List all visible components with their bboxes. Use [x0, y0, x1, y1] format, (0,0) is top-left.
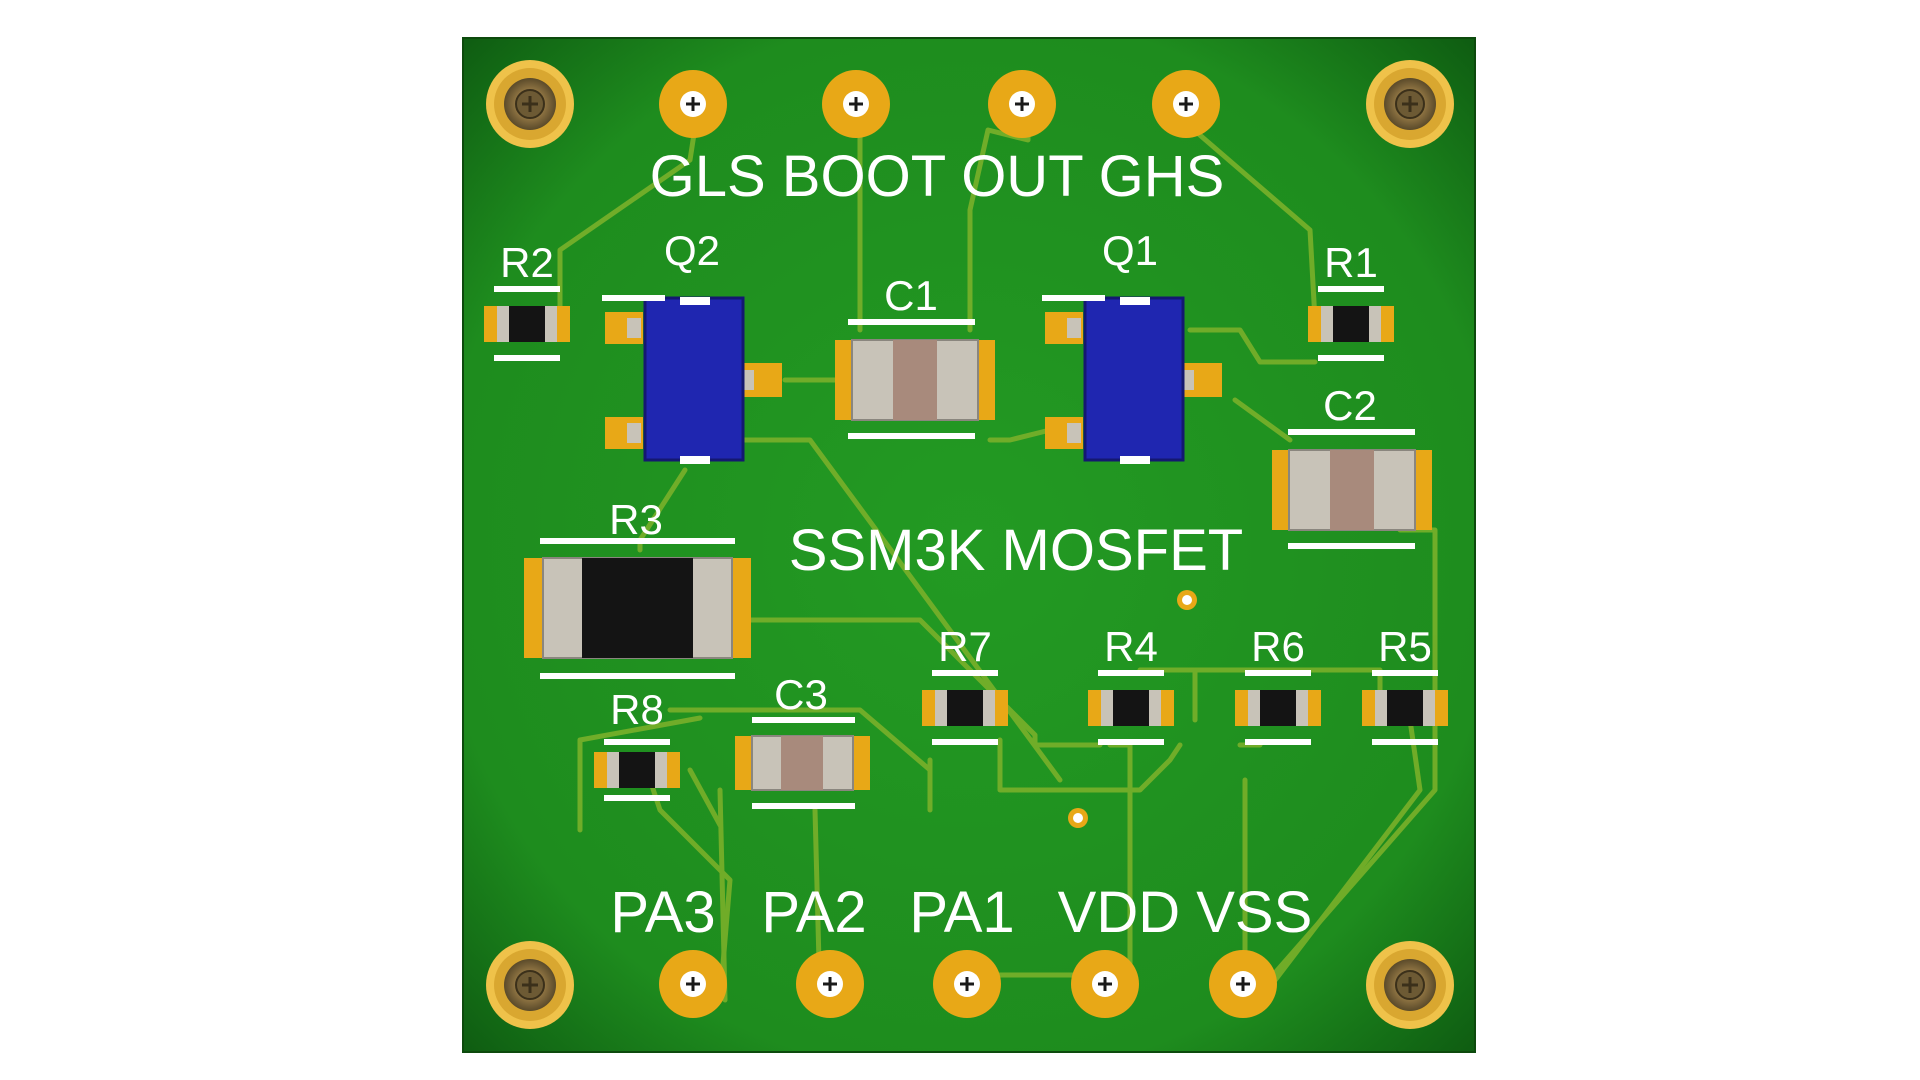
designator-c1: C1 [884, 272, 938, 319]
pad-vss [1209, 950, 1277, 1018]
pad-vdd [1071, 950, 1139, 1018]
mounting-hole-bottom-left [486, 941, 574, 1029]
header-pads-top [659, 70, 1220, 138]
designator-r8: R8 [610, 686, 664, 733]
resistor-r7 [922, 670, 1008, 745]
designator-r1: R1 [1324, 239, 1378, 286]
footer-label-pa1: PA1 [909, 880, 1014, 945]
designator-q1: Q1 [1102, 227, 1158, 274]
footer-label-vdd-vss: VDD VSS [1058, 880, 1313, 945]
designator-c3: C3 [774, 671, 828, 718]
designator-r6: R6 [1251, 623, 1305, 670]
pad-pa1 [933, 950, 1001, 1018]
designator-r2: R2 [500, 239, 554, 286]
pad-pa2 [796, 950, 864, 1018]
resistor-r4 [1088, 670, 1174, 745]
mounting-hole-bottom-right [1366, 941, 1454, 1029]
pad-boot [822, 70, 890, 138]
mosfet-q2 [605, 296, 782, 464]
header-pads-bottom [659, 950, 1277, 1018]
designator-r3: R3 [609, 496, 663, 543]
pad-gls [659, 70, 727, 138]
capacitor-c1 [835, 319, 995, 439]
mounting-hole-top-left [486, 60, 574, 148]
resistor-r6 [1235, 670, 1321, 745]
center-label: SSM3K MOSFET [789, 518, 1243, 583]
footer-label-pa2: PA2 [761, 880, 866, 945]
resistor-r3 [524, 538, 751, 679]
pad-out [988, 70, 1056, 138]
designator-r5: R5 [1378, 623, 1432, 670]
designator-c2: C2 [1323, 382, 1377, 429]
mounting-hole-top-right [1366, 60, 1454, 148]
resistor-r5 [1362, 670, 1448, 745]
designator-r4: R4 [1104, 623, 1158, 670]
footer-label-pa3: PA3 [610, 880, 715, 945]
capacitor-c2 [1272, 429, 1432, 549]
mounting-holes [486, 60, 1454, 1029]
resistor-r2 [484, 286, 570, 361]
designator-r7: R7 [938, 623, 992, 670]
vias [1068, 590, 1197, 828]
pad-ghs [1152, 70, 1220, 138]
resistor-r1 [1308, 286, 1394, 361]
pad-pa3 [659, 950, 727, 1018]
resistor-r8 [594, 739, 680, 801]
mosfet-q1 [1045, 296, 1222, 464]
header-label: GLS BOOT OUT GHS [650, 144, 1225, 209]
capacitor-c3 [735, 717, 870, 809]
designator-q2: Q2 [664, 227, 720, 274]
